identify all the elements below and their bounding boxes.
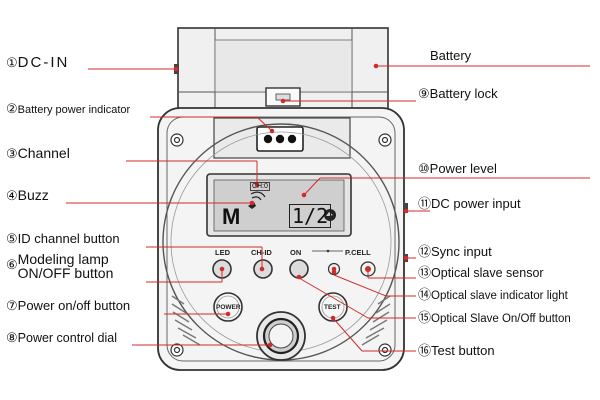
callout-buzz: ④Buzz	[6, 188, 49, 202]
callout-number: ⑬	[418, 265, 432, 280]
callout-text: Battery power indicator	[17, 104, 131, 116]
callout-text: Optical slave indicator light	[431, 290, 568, 302]
on-label: ON	[290, 248, 302, 257]
corner-screws	[170, 133, 392, 357]
callout-text: Power control dial	[17, 331, 118, 345]
callout-number: ⑫	[418, 244, 432, 259]
power-button-label: POWER	[216, 304, 241, 311]
callout-number: ⑭	[418, 287, 432, 302]
callout-number: ⑯	[418, 343, 432, 358]
callout-text-line2: ON/OFF button	[17, 265, 114, 281]
callout-optical-slave-indicator-light: ⑭Optical slave indicator light	[418, 288, 568, 303]
leader-lines-right	[280, 63, 590, 352]
callout-text: Power on/off button	[17, 298, 131, 313]
callout-sync-input: ⑫Sync input	[418, 245, 492, 258]
callout-number: ⑨	[418, 86, 430, 101]
test-button	[318, 292, 348, 322]
callout-number: ⑥	[6, 257, 18, 272]
callout-text: ID channel button	[17, 231, 120, 246]
callout-power-control-dial: ⑧Power control dial	[6, 331, 117, 345]
callout-number: ⑧	[6, 330, 18, 345]
callout-optical-slave-sensor: ⑬Optical slave sensor	[418, 266, 544, 280]
callout-text: Battery lock	[429, 86, 498, 101]
callout-number: ⑦	[6, 298, 18, 313]
lcd-status-icon	[324, 209, 336, 221]
vent-grille-right	[361, 295, 391, 346]
callout-battery-lock: ⑨Battery lock	[418, 87, 498, 100]
callout-number: ⑤	[6, 231, 18, 246]
lcd-screen	[213, 179, 345, 232]
callout-power-level: ⑩Power level	[418, 162, 497, 175]
callout-number: ④	[6, 188, 18, 203]
callout-battery-power-indicator: ②Battery power indicator	[6, 102, 130, 116]
callout-text: Battery	[430, 48, 472, 63]
callout-number: ⑪	[418, 196, 432, 211]
callout-text: Buzz	[17, 187, 49, 203]
callout-optical-slave-on-off-button: ⑮Optical Slave On/Off button	[418, 311, 571, 326]
callout-text: Power level	[429, 161, 497, 176]
ch-id-label: CH-ID	[251, 248, 272, 257]
callout-text: DC power input	[431, 196, 521, 211]
led-label: LED	[215, 248, 230, 257]
callout-power-on-off-button: ⑦Power on/off button	[6, 299, 130, 312]
callout-text: Channel	[17, 145, 70, 161]
callout-number: ①	[6, 55, 18, 70]
callout-test-button: ⑯Test button	[418, 344, 495, 357]
callout-number: ⑮	[418, 310, 432, 325]
callout-number: ⑩	[418, 161, 430, 176]
callout-dc-power-input: ⑪DC power input	[418, 197, 521, 210]
pcell-label: P.CELL	[345, 248, 371, 257]
lcd-channel-indicator: CH:0	[250, 182, 270, 191]
leader-lines-left	[66, 66, 275, 348]
callout-number: ②	[6, 101, 18, 116]
lcd-mode: M	[222, 204, 241, 229]
callout-text: Sync input	[431, 244, 492, 259]
dc-power-input-port	[403, 203, 408, 213]
callout-text: Test button	[431, 343, 495, 358]
callout-channel: ③Channel	[6, 146, 70, 160]
test-button-label: TEST	[324, 304, 341, 311]
callout-text: Optical Slave On/Off button	[431, 313, 571, 325]
lcd-power-level: 1/2	[289, 204, 332, 228]
callout-text: Modeling lamp	[17, 251, 109, 267]
callout-battery: Battery	[430, 49, 471, 62]
callout-dc-in: ①DC-IN	[6, 55, 69, 70]
callout-number: ③	[6, 146, 18, 161]
callout-text: Optical slave sensor	[431, 266, 544, 280]
callout-text: DC-IN	[17, 54, 70, 71]
callout-id-channel-button: ⑤ID channel button	[6, 232, 120, 245]
